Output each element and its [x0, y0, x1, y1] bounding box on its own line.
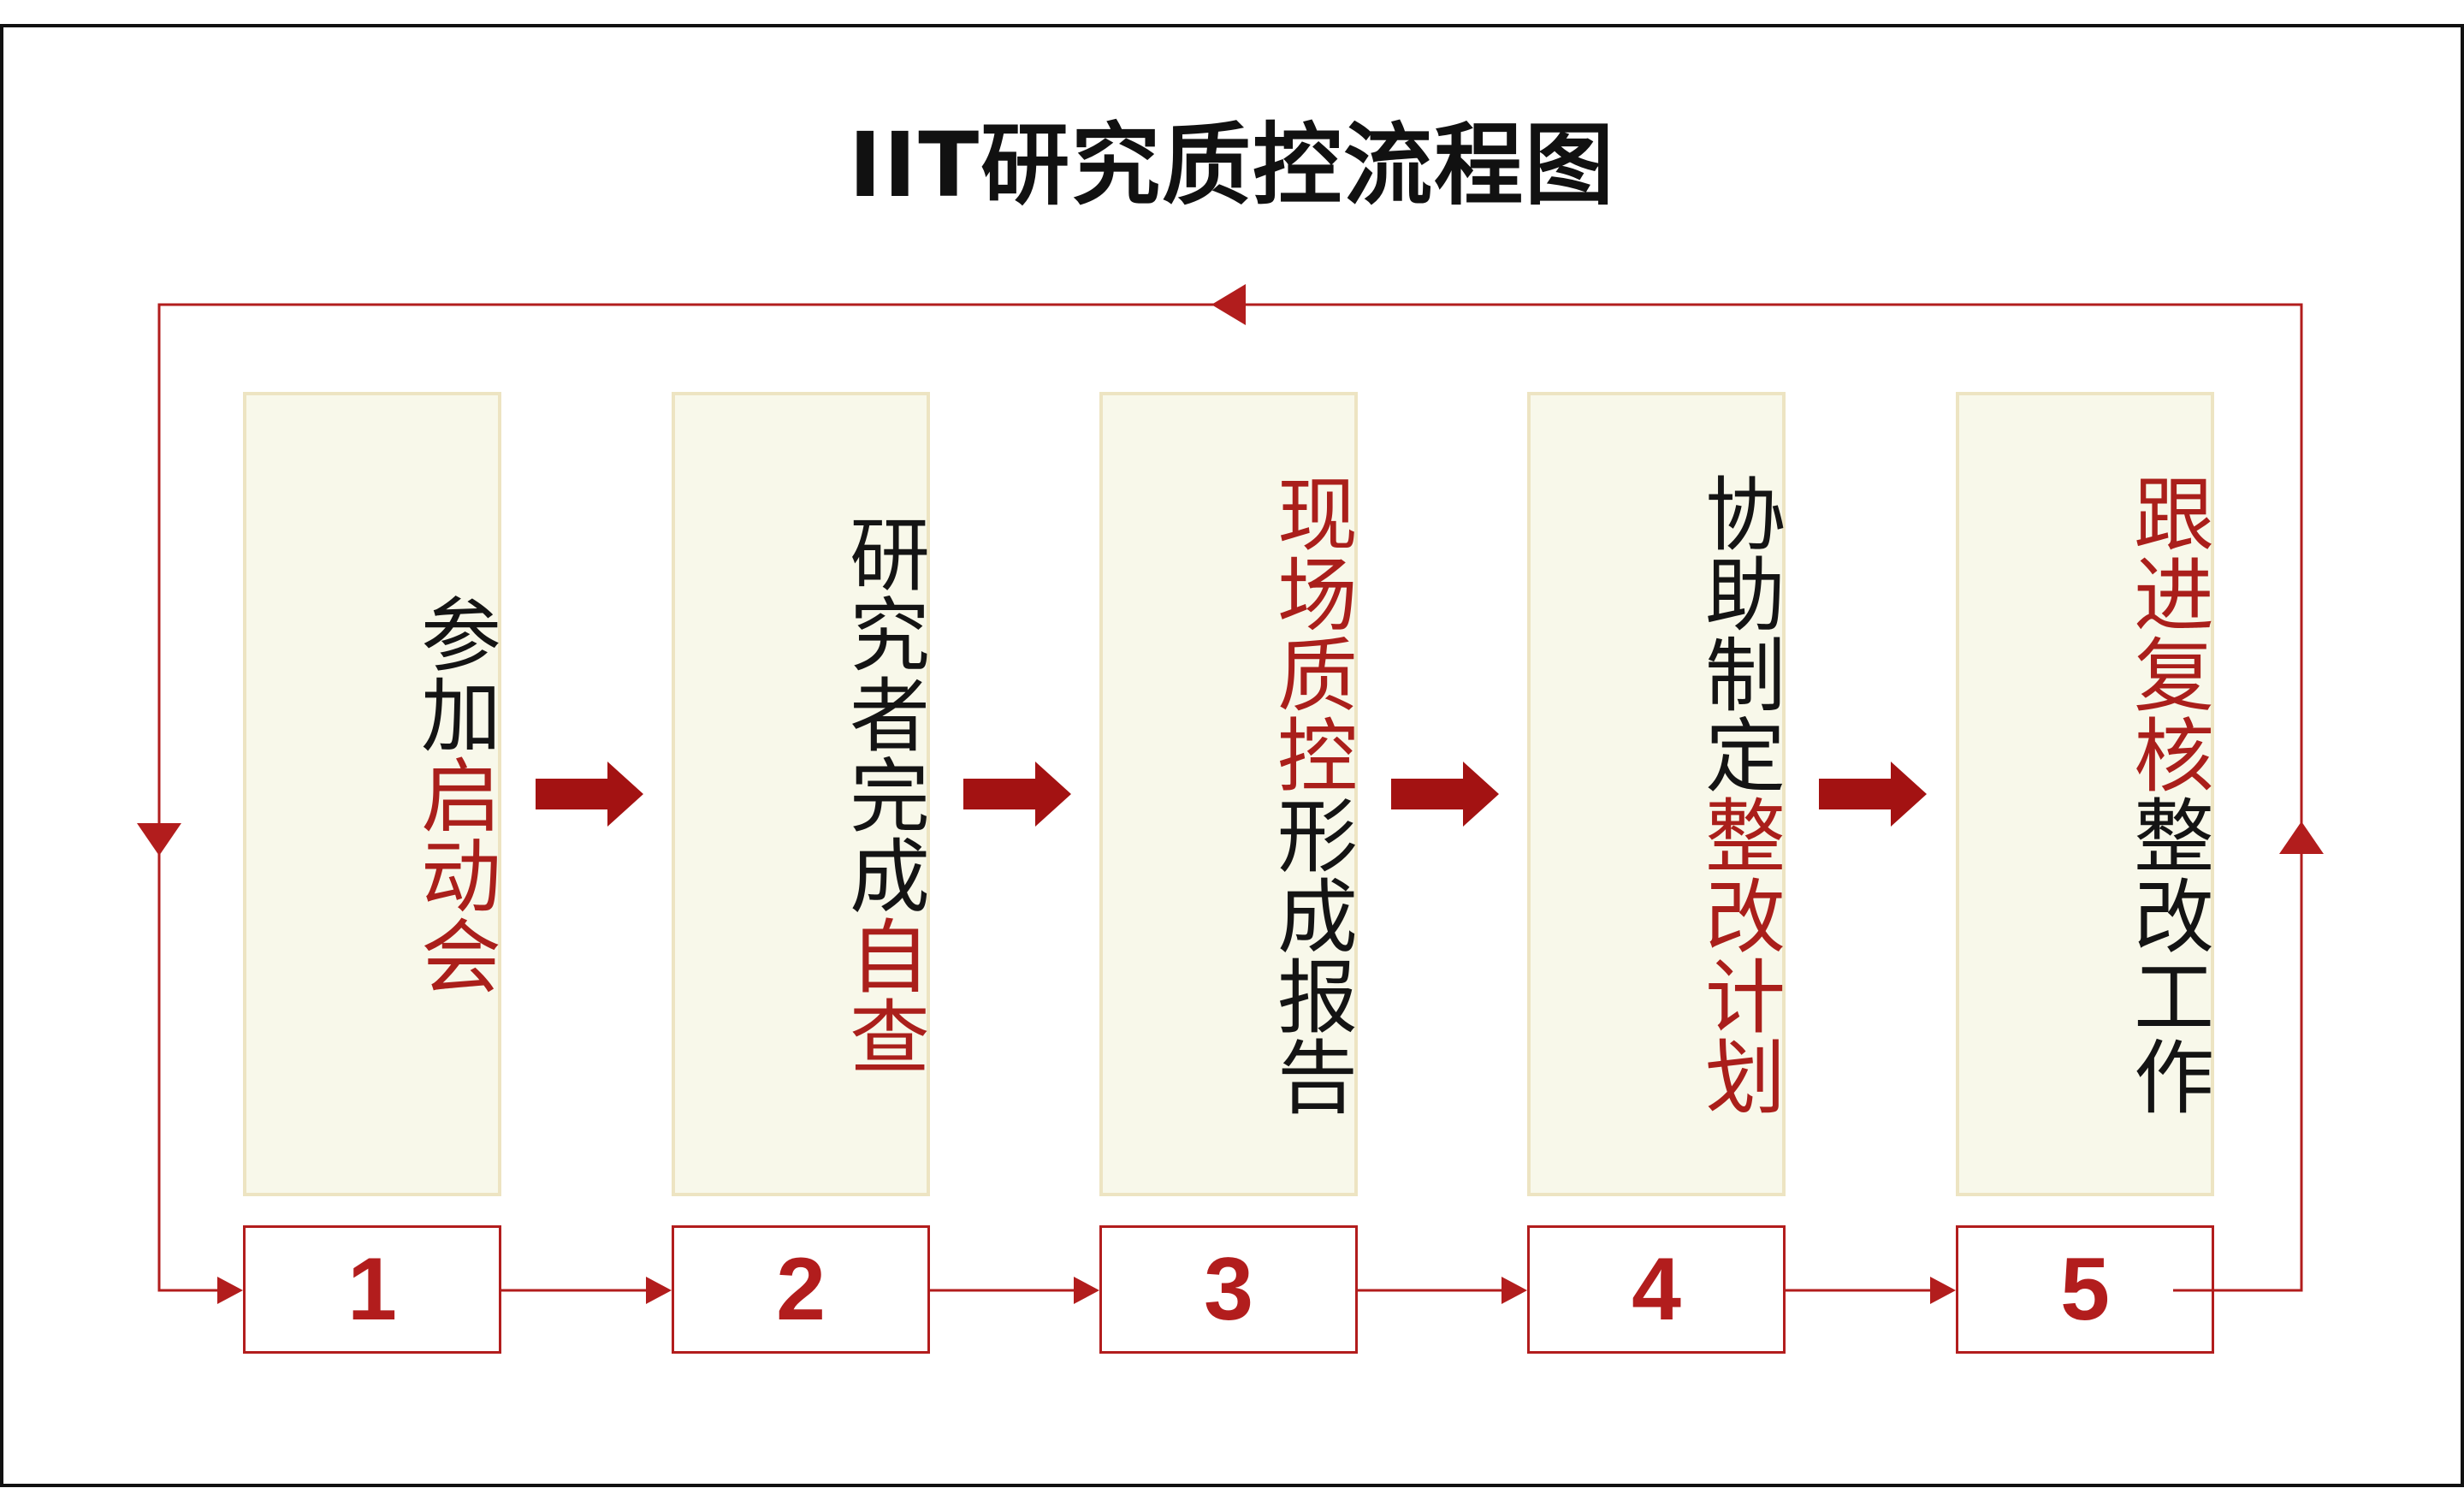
- step-number-box-2: 2: [672, 1225, 930, 1354]
- step-4-label-part: 整改计划: [1691, 794, 1785, 1116]
- step-number-1: 1: [347, 1240, 397, 1339]
- triangle-arrow-icon: [2279, 821, 2324, 854]
- triangle-arrow-icon: [1502, 1277, 1527, 1304]
- step-number-5: 5: [2060, 1240, 2110, 1339]
- triangle-arrow-icon: [217, 1277, 243, 1304]
- step-text-2: 研究者完成自查: [675, 483, 929, 1106]
- step-number-box-3: 3: [1099, 1225, 1358, 1354]
- step-3-label-part: 形成报告: [1264, 794, 1357, 1116]
- step-number-box-1: 1: [243, 1225, 501, 1354]
- step-number-box-5: 5: [1956, 1225, 2214, 1354]
- step-4-label-part: 协助制定: [1691, 472, 1785, 794]
- triangle-arrow-icon: [1074, 1277, 1099, 1304]
- feedback-loop-line: [157, 303, 2303, 1292]
- triangle-arrow-icon: [137, 823, 181, 856]
- thick-right-arrow-icon: [963, 762, 1071, 827]
- step-number-box-4: 4: [1527, 1225, 1786, 1354]
- step-1-label-part: 启动会: [407, 754, 500, 995]
- step-number-4: 4: [1632, 1240, 1681, 1339]
- step-box-5: 跟进复核整改工作: [1956, 392, 2214, 1196]
- step-number-2: 2: [776, 1240, 826, 1339]
- step-2-label-part: 自查: [836, 915, 929, 1076]
- step-box-1: 参加启动会: [243, 392, 501, 1196]
- step-box-3: 现场质控形成报告: [1099, 392, 1358, 1196]
- page-title: IIT研究质控流程图: [848, 113, 1616, 217]
- step-text-3: 现场质控形成报告: [1103, 438, 1357, 1150]
- step-text-4: 协助制定整改计划: [1531, 438, 1785, 1150]
- step-5-label-part: 跟进复核: [2120, 472, 2213, 794]
- thick-right-arrow-icon: [1391, 762, 1499, 827]
- triangle-arrow-icon: [646, 1277, 672, 1304]
- step-1-label-part: 参加: [407, 593, 500, 754]
- step-box-4: 协助制定整改计划: [1527, 392, 1786, 1196]
- step-text-1: 参加启动会: [246, 572, 500, 1017]
- step-5-label-part: 整改工作: [2120, 794, 2213, 1116]
- thick-right-arrow-icon: [536, 762, 643, 827]
- triangle-arrow-icon: [1930, 1277, 1956, 1304]
- step-box-2: 研究者完成自查: [672, 392, 930, 1196]
- step-2-label-part: 研究者完成: [836, 513, 929, 915]
- step-3-label-part: 现场质控: [1264, 472, 1357, 794]
- outer-border: [0, 24, 2464, 1487]
- thick-right-arrow-icon: [1819, 762, 1927, 827]
- step-number-3: 3: [1204, 1240, 1253, 1339]
- triangle-arrow-icon: [1211, 284, 1246, 325]
- step-text-5: 跟进复核整改工作: [1959, 438, 2213, 1150]
